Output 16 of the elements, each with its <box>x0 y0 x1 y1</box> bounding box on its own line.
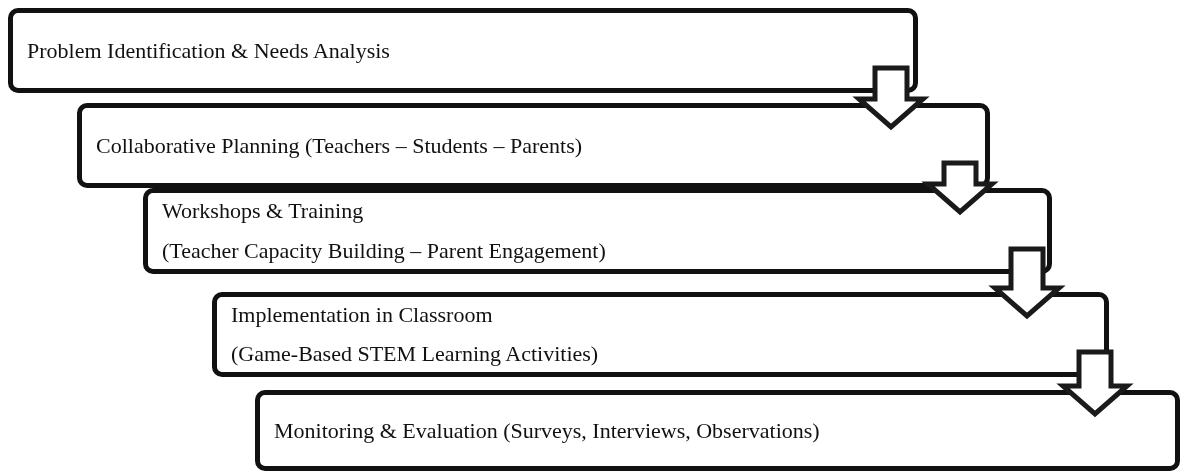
process-box <box>255 390 1180 471</box>
block-arrow <box>988 246 1066 320</box>
block-arrow <box>1056 349 1134 418</box>
process-box <box>77 103 990 188</box>
process-box <box>8 8 918 93</box>
step-text: Workshops & Training <box>162 197 365 225</box>
step-text: (Game-Based STEM Learning Activities) <box>231 340 600 368</box>
step-text: Collaborative Planning (Teachers – Students – Parents) <box>96 131 584 160</box>
block-arrow <box>921 160 999 216</box>
process-box <box>212 292 1109 377</box>
process-box <box>143 188 1052 274</box>
step-text: Problem Identification & Needs Analysis <box>27 36 391 65</box>
step-text: Implementation in Classroom <box>231 301 494 329</box>
step-text: Monitoring & Evaluation (Surveys, Interviews, Observations) <box>274 416 821 445</box>
step-text: (Teacher Capacity Building – Parent Engagement) <box>162 237 607 265</box>
block-arrow <box>852 65 930 131</box>
